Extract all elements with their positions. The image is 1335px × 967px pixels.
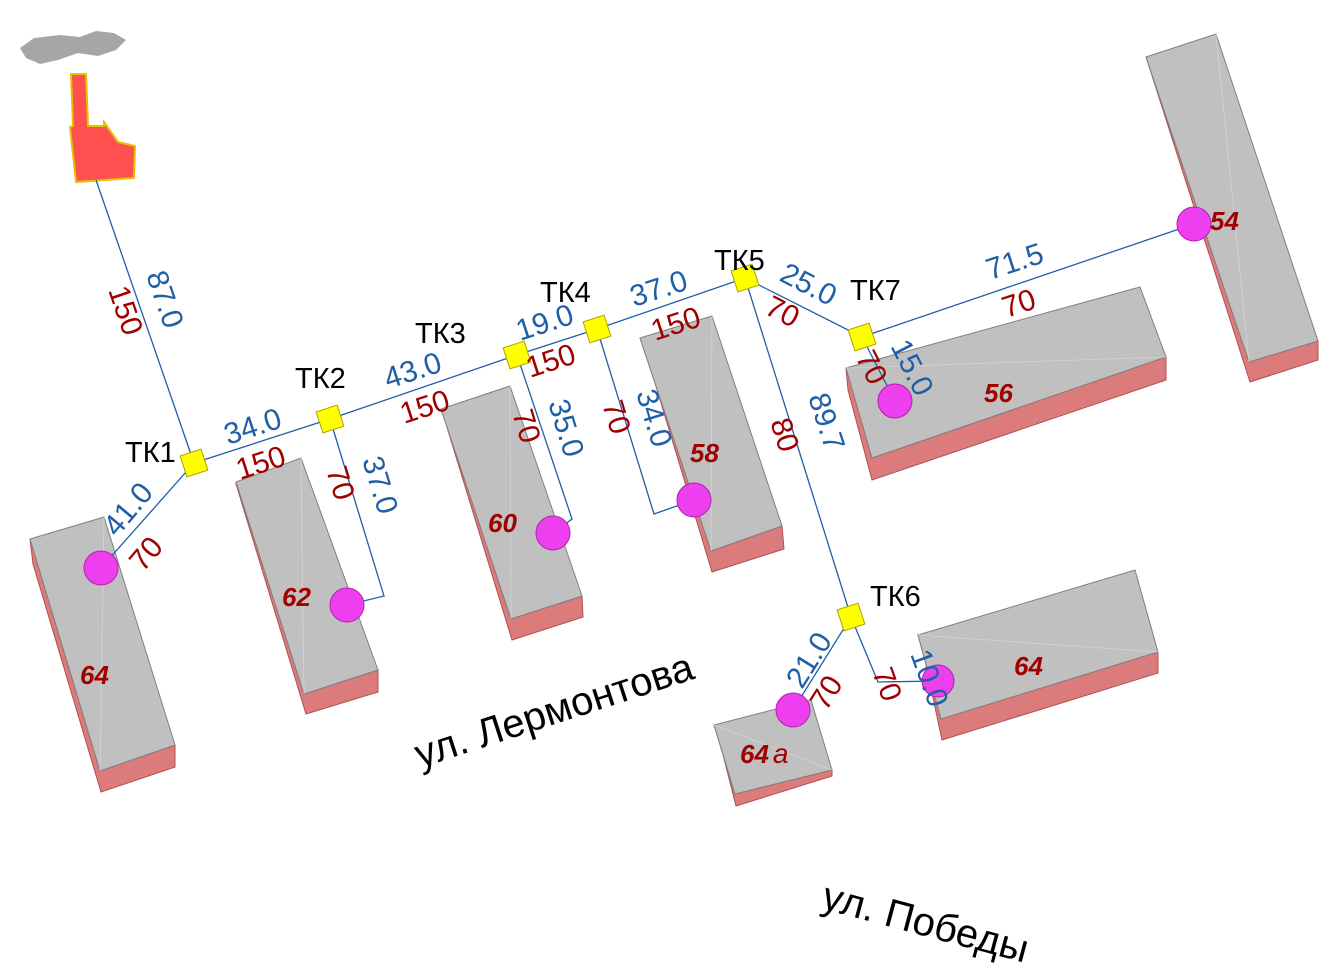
consumer-54[interactable]	[1176, 206, 1212, 242]
node-label-tk4: ТК4	[540, 277, 591, 309]
consumer-64a[interactable]	[775, 692, 811, 728]
length-label: 71.5	[982, 237, 1048, 286]
pipe-tk6-64	[850, 616, 939, 683]
building-number-54: 54	[1210, 206, 1239, 236]
node-label-tk3: ТК3	[415, 318, 466, 350]
consumer-58[interactable]	[676, 482, 712, 518]
pipe-source-tk1	[95, 179, 195, 464]
node-tk2[interactable]	[315, 404, 345, 434]
building-64-left	[29, 516, 176, 793]
pipe-tk7-54	[861, 223, 1195, 338]
street-label-lermontova: ул. Лермонтова	[409, 645, 700, 777]
street-label-pobedy: ул. Победы	[818, 874, 1034, 967]
building-58	[639, 315, 785, 573]
building-56	[845, 286, 1167, 481]
building-number-64-right: 64	[1014, 651, 1043, 681]
node-tk6[interactable]	[836, 602, 866, 632]
pipe-tk1-64	[100, 462, 195, 569]
length-label: 89.7	[801, 389, 850, 455]
building-60	[440, 385, 584, 641]
building-number-64-left: 64	[80, 660, 109, 690]
node-label-tk7: ТК7	[850, 275, 901, 307]
node-label-tk6: ТК6	[870, 581, 921, 613]
building-62	[235, 457, 379, 715]
building-54	[1145, 33, 1319, 383]
consumer-56[interactable]	[877, 383, 913, 419]
node-tk1[interactable]	[179, 448, 209, 478]
consumer-64-right[interactable]	[921, 664, 955, 698]
node-label-tk1: ТК1	[125, 437, 176, 469]
node-tk5[interactable]	[730, 263, 760, 293]
node-label-tk2: ТК2	[295, 363, 346, 395]
building-number-62: 62	[282, 582, 311, 612]
pipe-tk5-tk6	[744, 277, 852, 618]
building-number-56: 56	[984, 378, 1013, 408]
building-number-58: 58	[690, 438, 719, 468]
building-number-60: 60	[488, 508, 517, 538]
pipe-tk5-tk7	[744, 277, 863, 338]
diameter-label: 150	[101, 282, 149, 340]
pipe-tk6-64a	[792, 616, 852, 711]
node-label-tk5: ТК5	[714, 245, 765, 277]
consumer-60[interactable]	[535, 515, 571, 551]
diameter-label: 70	[865, 663, 907, 706]
node-tk7[interactable]	[847, 322, 877, 352]
diameter-label: 70	[595, 396, 636, 438]
consumer-62[interactable]	[329, 587, 365, 623]
length-label: 37.0	[355, 452, 404, 517]
node-tk4[interactable]	[582, 314, 612, 344]
consumer-64-left[interactable]	[83, 550, 119, 586]
smoke-cloud-icon	[20, 31, 126, 64]
boiler-house-icon	[68, 73, 137, 184]
node-tk3[interactable]	[502, 340, 532, 370]
diameter-label: 70	[123, 531, 170, 578]
